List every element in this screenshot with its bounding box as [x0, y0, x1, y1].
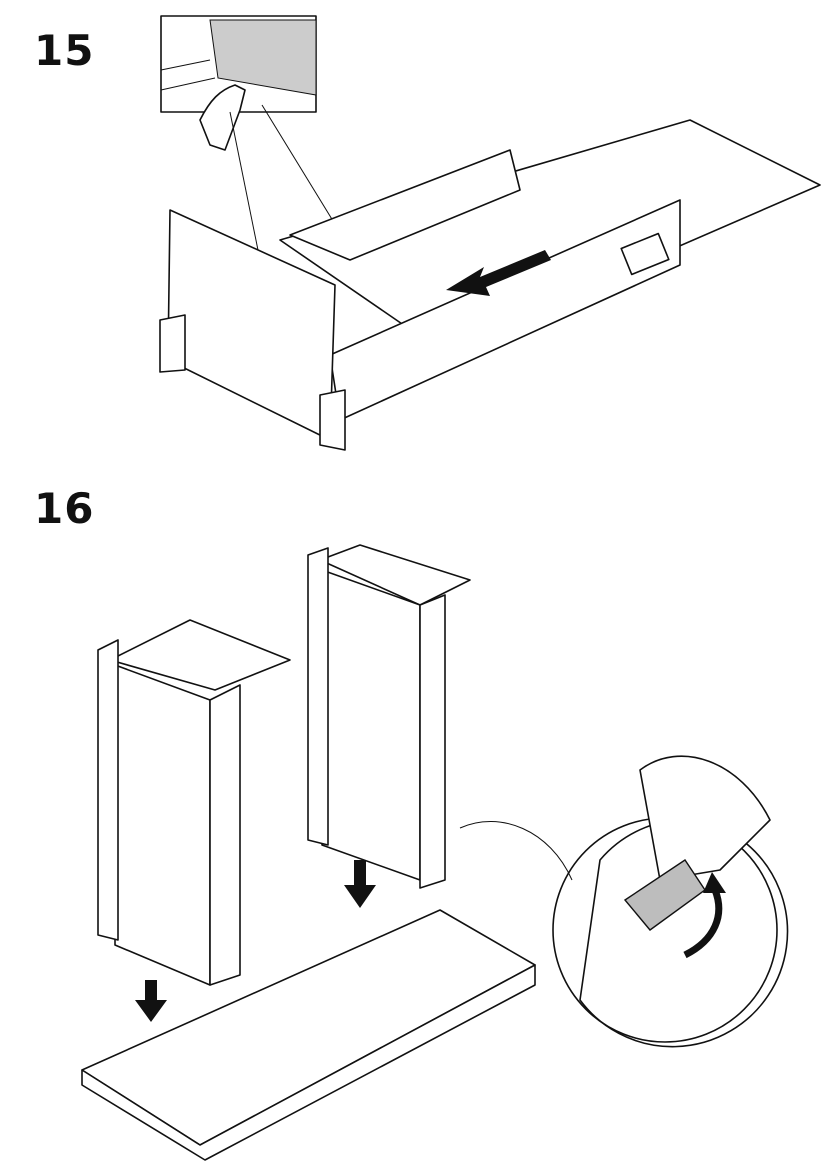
cabinet-icon [97, 544, 471, 986]
step-number-15: 15 [34, 26, 95, 75]
hand-detail-icon [160, 15, 361, 266]
push-arrow-icon [446, 250, 551, 296]
step-number-16: 16 [34, 484, 95, 533]
base-panel-icon [81, 909, 536, 1161]
rotate-arrow-icon [683, 872, 726, 959]
drawer-icon [159, 119, 821, 451]
down-arrow-icon [135, 860, 376, 1022]
clip-detail-icon [459, 755, 789, 1048]
